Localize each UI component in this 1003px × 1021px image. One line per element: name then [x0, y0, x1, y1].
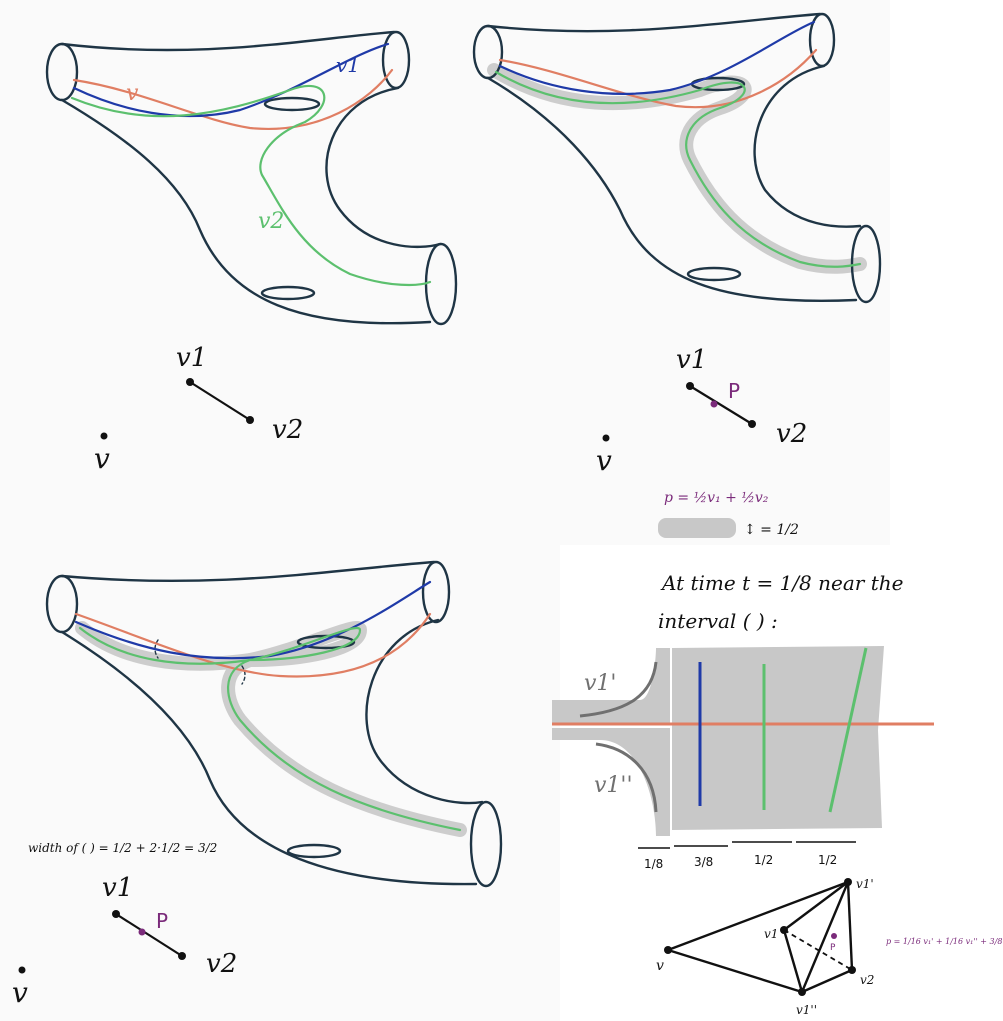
label-vertex-v: v [12, 976, 28, 1009]
vertex-v1 [780, 926, 788, 934]
label-point-p: P [728, 379, 740, 403]
edge-v-v1prime [668, 882, 848, 950]
boundary-circle-left [47, 576, 77, 632]
edge-v1-v1dprime [784, 930, 802, 992]
shade-swatch [658, 518, 736, 538]
label-vertex-v1: v1 [764, 927, 778, 941]
label-vertex-v1-prime: v1' [856, 877, 874, 891]
surface-inner-edge [366, 620, 482, 803]
label-vertex-v1: v1 [102, 873, 133, 903]
genus-hole-lower [262, 287, 314, 299]
formula-p-final: p = 1/16 v₁' + 1/16 v₁'' + 3/8 v₁ + 1/2 … [886, 937, 1003, 946]
label-v1-double-prime: v1'' [594, 773, 633, 798]
text-time-line2: interval ( ) : [658, 609, 778, 633]
scale-label-1: 1/8 [644, 857, 663, 871]
label-vertex-v1: v1 [676, 345, 707, 375]
shading-bottom-left [82, 628, 460, 830]
vertex-v [603, 435, 610, 442]
point-p [711, 401, 718, 408]
label-vertex-v2: v2 [272, 415, 303, 445]
label-vertex-v2: v2 [776, 419, 807, 449]
curve-v1 [500, 22, 814, 94]
edge-v1-v2 [190, 382, 250, 420]
edge-v1-v2 [690, 386, 752, 424]
scale-arrows [638, 842, 856, 848]
vertex-v1-double-prime [798, 988, 806, 996]
vertex-v1 [112, 910, 120, 918]
shading-top-right [494, 70, 860, 267]
scale-label-2: 3/8 [694, 855, 713, 869]
boundary-circle-left [47, 44, 77, 100]
curves-top-right [496, 22, 860, 267]
label-vertex-v: v [596, 444, 612, 477]
vertex-v2 [246, 416, 254, 424]
surface-top-left [47, 32, 456, 324]
label-vertex-v2: v2 [860, 973, 874, 987]
formula-width-of: width of ( ) = 1/2 + 2·1/2 = 3/2 [28, 841, 217, 855]
label-point-p: P [156, 909, 168, 933]
label-v1-prime: v1' [584, 671, 616, 696]
formula-width-half: ↕ = 1/2 [744, 522, 799, 538]
vertex-v2 [848, 966, 856, 974]
label-curve-v: v [126, 81, 139, 106]
label-vertex-v2: v2 [206, 949, 237, 979]
vertex-v1-prime [844, 878, 852, 886]
text-time-line1: At time t = 1/8 near the [660, 571, 903, 595]
surface-inner-edge [755, 66, 860, 227]
vertex-v1 [186, 378, 194, 386]
label-vertex-v1: v1 [176, 343, 207, 373]
simplex-top-left [101, 378, 255, 440]
curve-v2 [72, 86, 430, 285]
surface-top-edge [488, 14, 820, 31]
point-p [831, 933, 837, 939]
vertex-v2 [178, 952, 186, 960]
genus-hole-lower [688, 268, 740, 280]
surface-bottom-left [47, 562, 501, 886]
boundary-circle-bottom [471, 802, 501, 886]
vertex-v2 [748, 420, 756, 428]
surface-top-edge [62, 32, 394, 50]
label-vertex-v1-double-prime: v1'' [796, 1003, 817, 1017]
boundary-circle-bottom [426, 244, 456, 324]
scale-label-3: 1/2 [754, 853, 773, 867]
boundary-circle-right [383, 32, 409, 88]
surface-top-edge [62, 562, 434, 581]
point-p [139, 929, 146, 936]
genus-hole-lower [288, 845, 340, 857]
vertex-v [19, 967, 26, 974]
label-vertex-v: v [656, 958, 664, 974]
edge-v1-v2 [116, 914, 182, 956]
formula-p-half: p = ½v₁ + ½v₂ [664, 490, 769, 506]
surface-left-edge [62, 100, 430, 323]
boundary-circle-right [423, 562, 449, 622]
vertex-v [664, 946, 672, 954]
shaded-neighbourhood [82, 628, 460, 830]
vertex-v1 [686, 382, 694, 390]
genus-hole-upper [265, 98, 319, 110]
label-curve-v1: v1 [336, 53, 360, 77]
label-point-p: P [830, 943, 836, 953]
vertex-v [101, 433, 108, 440]
curves-bottom-left [76, 582, 460, 830]
simplex-bottom-right [668, 882, 852, 992]
shade-main [672, 646, 884, 830]
edge-v-v1dprime [668, 950, 802, 992]
scale-label-4: 1/2 [818, 853, 837, 867]
shaded-neighbourhood [494, 70, 860, 267]
edge-v1prime-v2 [848, 882, 852, 970]
label-vertex-v: v [94, 442, 110, 475]
curve-v [74, 70, 392, 129]
label-curve-v2: v2 [258, 209, 284, 234]
